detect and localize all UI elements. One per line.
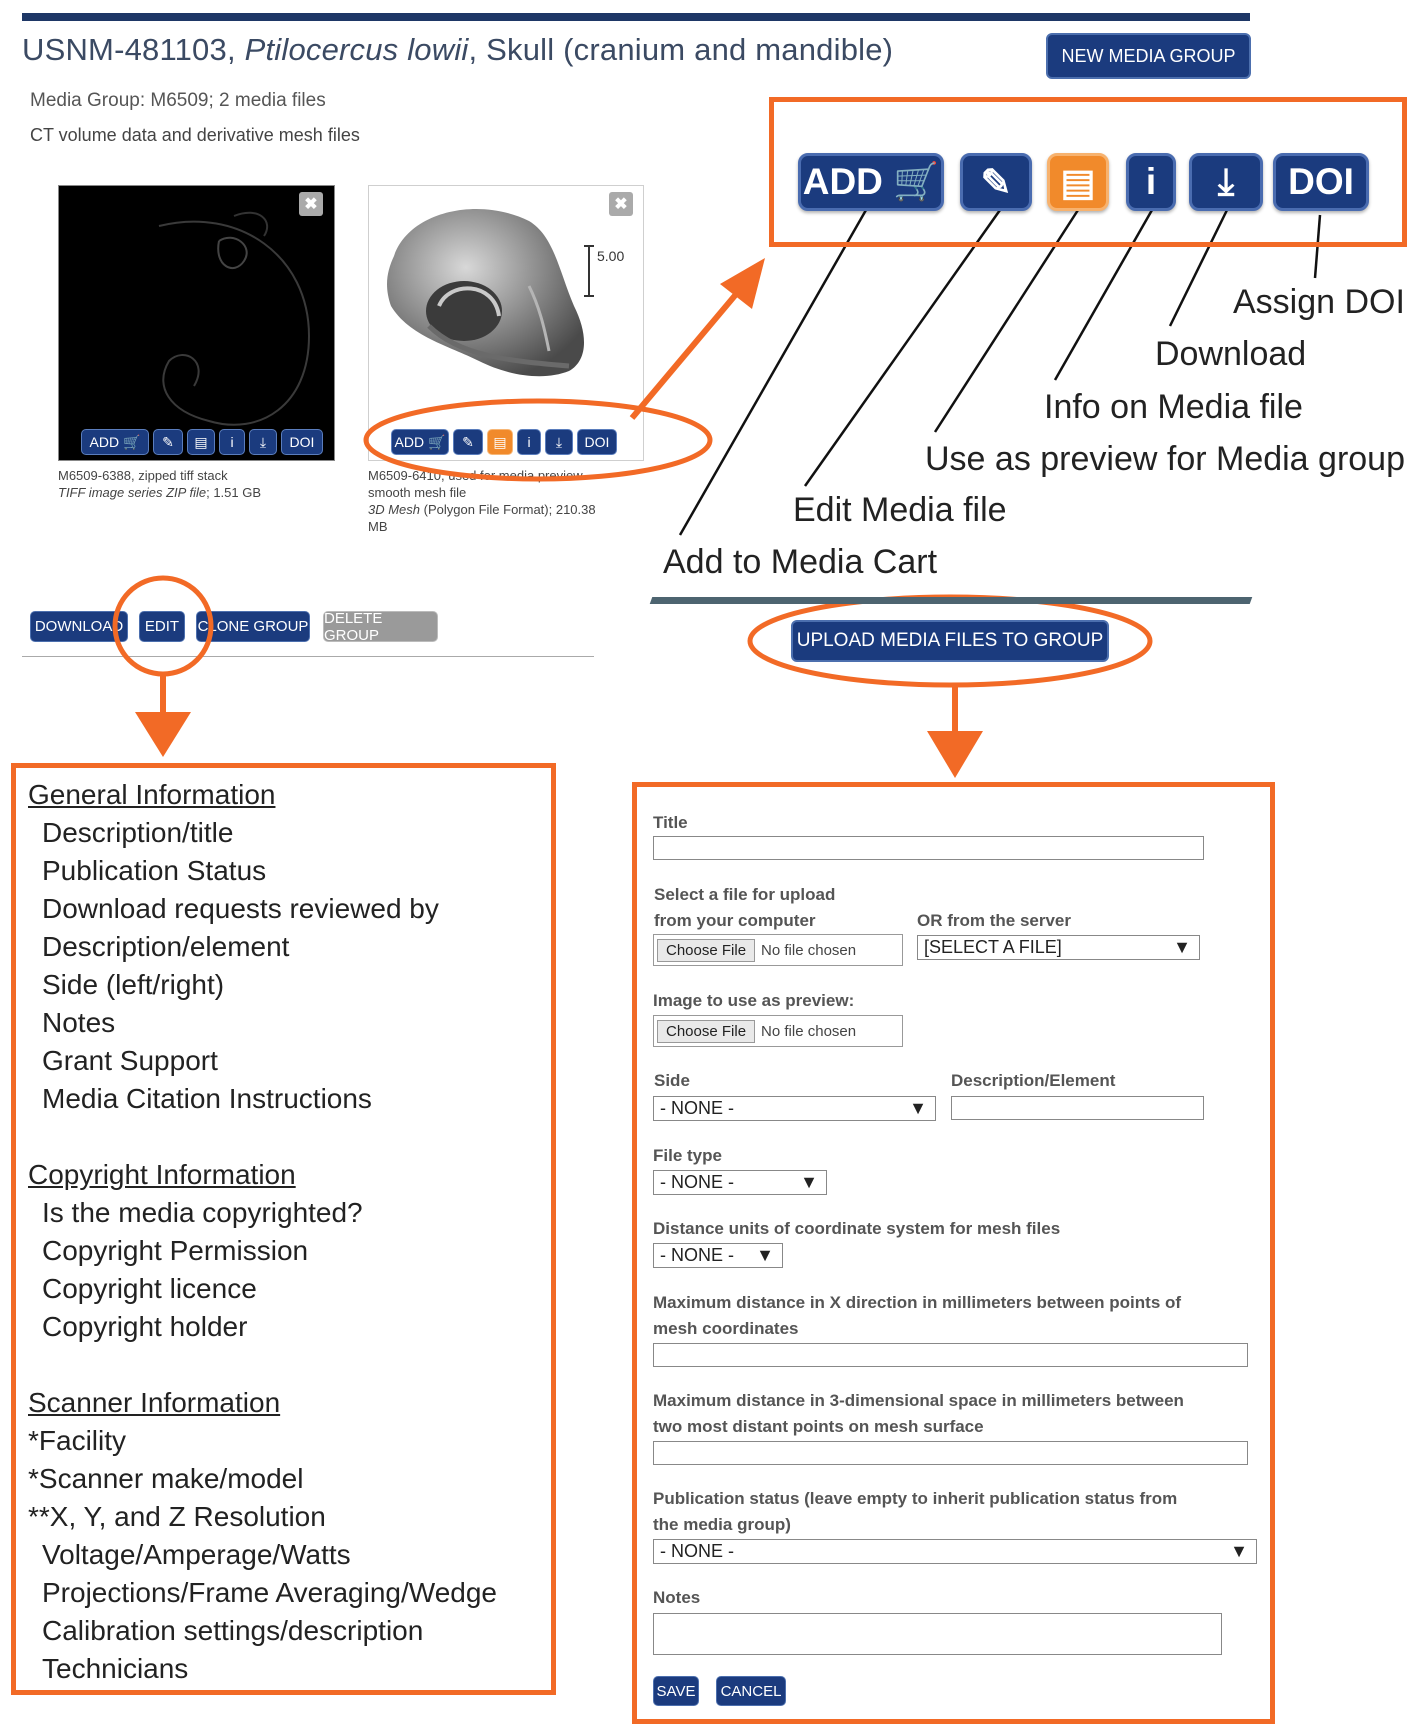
no-file-text: No file chosen <box>761 1022 857 1040</box>
upload-file-input[interactable]: Choose File No file chosen <box>653 934 903 966</box>
field-item: Side (left/right) <box>42 969 225 1000</box>
field-item: Calibration settings/description <box>42 1615 424 1646</box>
set-preview-icon-zoom[interactable]: ▤ <box>1047 153 1109 211</box>
info-icon[interactable]: i <box>517 429 541 455</box>
media-group-meta: Media Group: M6509; 2 media files <box>30 90 326 111</box>
field-item: Technicians <box>42 1653 189 1684</box>
download-icon-zoom[interactable]: ⤓ <box>1189 153 1263 211</box>
field-item: Description/title <box>42 817 234 848</box>
download-group-button[interactable]: DOWNLOAD <box>30 611 128 642</box>
edit-icon-zoom[interactable]: ✎ <box>960 153 1032 211</box>
field-item: *Facility <box>28 1425 127 1456</box>
field-item: Is the media copyrighted? <box>42 1197 363 1228</box>
info-icon[interactable]: i <box>219 429 245 455</box>
doi-button[interactable]: DOI <box>577 429 617 455</box>
chevron-down-icon: ▼ <box>1173 937 1191 957</box>
header-bar <box>22 13 1250 21</box>
label-assign-doi: Assign DOI <box>1233 283 1405 321</box>
field-item: Description/element <box>42 931 290 962</box>
icon-bar-zoom-box <box>769 97 1407 247</box>
set-preview-icon[interactable]: ▤ <box>487 429 513 455</box>
page-title: USNM-481103, Ptilocercus lowii, Skull (c… <box>22 32 894 67</box>
save-button[interactable]: SAVE <box>653 1676 699 1706</box>
field-item: Publication Status <box>42 855 267 886</box>
label-edit-media-file: Edit Media file <box>793 491 1007 529</box>
distance-units-select[interactable]: - NONE -▼ <box>653 1243 783 1268</box>
info-icon-zoom[interactable]: i <box>1126 153 1176 211</box>
download-icon[interactable]: ⤓ <box>545 429 573 455</box>
chevron-down-icon: ▼ <box>800 1172 818 1192</box>
remove-media-close-icon[interactable]: ✖ <box>609 192 633 216</box>
upload-form-box <box>632 782 1275 1724</box>
field-item: **X, Y, and Z Resolution <box>28 1501 326 1532</box>
media-thumbnail-tiff[interactable]: ✖ ADD 🛒 ✎ ▤ i ⤓ DOI <box>58 185 335 461</box>
add-to-cart-button-zoom[interactable]: ADD 🛒 <box>798 153 944 211</box>
field-item: Download requests reviewed by <box>42 893 439 924</box>
description-element-input[interactable] <box>951 1096 1204 1120</box>
section-divider <box>649 597 1253 604</box>
chevron-down-icon: ▼ <box>909 1098 927 1118</box>
doi-button[interactable]: DOI <box>281 429 323 455</box>
label-download: Download <box>1155 335 1307 373</box>
divider <box>22 656 594 657</box>
field-item: Grant Support <box>42 1045 218 1076</box>
choose-file-button[interactable]: Choose File <box>657 938 756 962</box>
set-preview-icon[interactable]: ▤ <box>187 429 215 455</box>
add-to-cart-button[interactable]: ADD 🛒 <box>81 429 149 455</box>
remove-media-close-icon[interactable]: ✖ <box>299 192 323 216</box>
new-media-group-button[interactable]: NEW MEDIA GROUP <box>1046 33 1251 79</box>
edit-icon[interactable]: ✎ <box>453 429 483 455</box>
field-item: Projections/Frame Averaging/Wedge <box>42 1577 497 1608</box>
edit-group-fields-list: General Information Description/title Pu… <box>28 776 548 1688</box>
publication-status-select[interactable]: - NONE -▼ <box>653 1539 1257 1564</box>
chevron-down-icon: ▼ <box>1230 1541 1248 1561</box>
max-x-distance-input[interactable] <box>653 1343 1248 1367</box>
section-heading-general: General Information <box>28 779 276 810</box>
add-to-cart-button[interactable]: ADD 🛒 <box>391 429 449 455</box>
ct-slice-image <box>158 211 311 426</box>
section-heading-scanner: Scanner Information <box>28 1387 281 1418</box>
field-item: Media Citation Instructions <box>42 1083 372 1114</box>
upload-media-files-button[interactable]: UPLOAD MEDIA FILES TO GROUP <box>791 620 1109 662</box>
field-item: Notes <box>42 1007 116 1038</box>
edit-icon[interactable]: ✎ <box>153 429 183 455</box>
field-item: *Scanner make/model <box>28 1463 304 1494</box>
media-group-description: CT volume data and derivative mesh files <box>30 125 360 145</box>
doi-button-zoom[interactable]: DOI <box>1273 153 1369 211</box>
max-3d-distance-input[interactable] <box>653 1441 1248 1465</box>
skull-mesh-image: 5.00 <box>387 208 624 377</box>
field-item: Voltage/Amperage/Watts <box>42 1539 351 1570</box>
label-add-to-media-cart: Add to Media Cart <box>663 543 938 581</box>
section-heading-copyright: Copyright Information <box>28 1159 296 1190</box>
delete-group-button[interactable]: DELETE GROUP <box>323 610 438 644</box>
no-file-text: No file chosen <box>761 941 857 959</box>
chevron-down-icon: ▼ <box>756 1245 774 1265</box>
field-item: Copyright licence <box>42 1273 257 1304</box>
preview-file-input[interactable]: Choose File No file chosen <box>653 1015 903 1047</box>
side-select[interactable]: - NONE -▼ <box>653 1096 936 1121</box>
label-info: Info on Media file <box>1044 388 1303 426</box>
file-type-select[interactable]: - NONE -▼ <box>653 1170 827 1195</box>
cancel-button[interactable]: CANCEL <box>716 1676 786 1706</box>
field-item: Copyright Permission <box>42 1235 309 1266</box>
notes-textarea[interactable] <box>653 1613 1222 1655</box>
download-icon[interactable]: ⤓ <box>249 429 277 455</box>
field-item: Copyright holder <box>42 1311 248 1342</box>
server-file-select[interactable]: [SELECT A FILE]▼ <box>917 935 1200 960</box>
edit-group-button[interactable]: EDIT <box>139 611 185 642</box>
title-input[interactable] <box>653 836 1204 860</box>
choose-file-button[interactable]: Choose File <box>657 1019 756 1043</box>
label-use-as-preview: Use as preview for Media group <box>925 440 1406 478</box>
clone-group-button[interactable]: CLONE GROUP <box>196 611 310 642</box>
edit-group-fields-box <box>11 763 556 1695</box>
scale-bar-label: 5.00 <box>597 248 624 264</box>
media-caption-tiff: M6509-6388, zipped tiff stack TIFF image… <box>58 468 262 500</box>
